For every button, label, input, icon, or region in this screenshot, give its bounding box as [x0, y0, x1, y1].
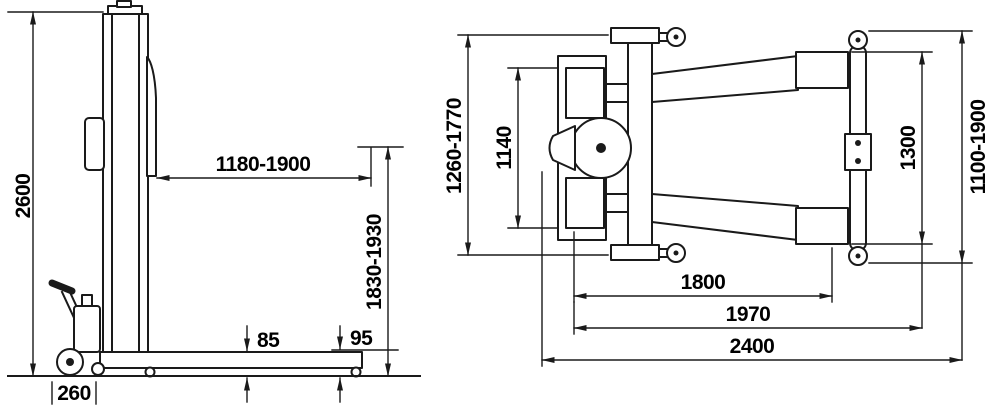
dim-frame-length-label: 1970 — [726, 303, 771, 326]
column-plan-center — [596, 143, 606, 153]
handle-grip — [48, 279, 76, 295]
bar-wheel-bottom-hub — [855, 253, 861, 259]
dim-pickup-width-label: 1100-1900 — [967, 100, 990, 195]
dim-inner-width-label: 1140 — [493, 126, 516, 170]
caster-top — [658, 27, 686, 47]
dim-arm-reach-label: 1180-1900 — [216, 153, 311, 176]
dim-arm-reach: 1180-1900 — [156, 147, 372, 187]
fork-nose — [548, 125, 576, 171]
bar-hinge-bolt-2 — [855, 158, 861, 164]
dim-pad-height-max: 95 — [331, 325, 399, 403]
hydraulic-body — [73, 305, 101, 353]
fork-channel-lower — [565, 177, 605, 229]
beam-end-plate-bottom — [610, 244, 660, 261]
dim-arm-span-label: 1800 — [681, 271, 726, 294]
dim-base-width-label: 260 — [57, 382, 91, 405]
bar-hinge-bolt-1 — [855, 140, 861, 146]
dim-pad-height-max-label: 95 — [350, 327, 373, 350]
dim-leg-width: 1260-1770 — [443, 34, 609, 256]
support-roller — [91, 362, 105, 376]
lift-column — [102, 13, 149, 355]
lift-arm-upper — [651, 55, 799, 103]
dim-pad-height-min-label: 85 — [257, 329, 280, 352]
bar-wheel-top-hub — [855, 37, 861, 43]
dim-inner-width: 1140 — [493, 67, 559, 229]
beam-end-plate-top — [610, 27, 660, 44]
cross-beam — [627, 41, 653, 247]
arm-pad-lower — [795, 207, 849, 245]
dim-lift-height: 1830-1930 — [357, 146, 404, 377]
arm-pad-upper — [795, 51, 849, 89]
top-view — [548, 27, 872, 266]
dim-overall-length: 2400 — [541, 171, 963, 367]
dim-bar-length: 1300 — [851, 51, 933, 329]
caster-bottom — [658, 243, 686, 263]
steer-wheel-hub — [66, 358, 74, 366]
dim-base-width: 260 — [51, 381, 97, 405]
dim-bar-length-label: 1300 — [897, 126, 920, 171]
dim-pickup-width: 1100-1900 — [868, 30, 990, 361]
dim-arm-span: 1800 — [573, 231, 833, 303]
lift-arm-lower — [651, 193, 799, 241]
pad-bracket — [84, 117, 105, 171]
fork-channel-upper — [565, 67, 605, 119]
dim-pad-height-min: 85 — [239, 325, 303, 403]
dim-overall-height-label: 2600 — [12, 174, 35, 219]
dim-overall-length-label: 2400 — [730, 335, 775, 358]
base-frame — [99, 351, 363, 369]
bar-hinge — [844, 133, 872, 171]
lift-carriage — [146, 56, 157, 177]
dim-frame-length: 1970 — [573, 301, 923, 335]
dim-lift-height-label: 1830-1930 — [363, 214, 386, 310]
column-top-knob — [116, 0, 132, 8]
dim-overall-height: 2600 — [7, 11, 104, 377]
side-view — [7, 0, 421, 378]
dim-leg-width-label: 1260-1770 — [443, 98, 466, 194]
